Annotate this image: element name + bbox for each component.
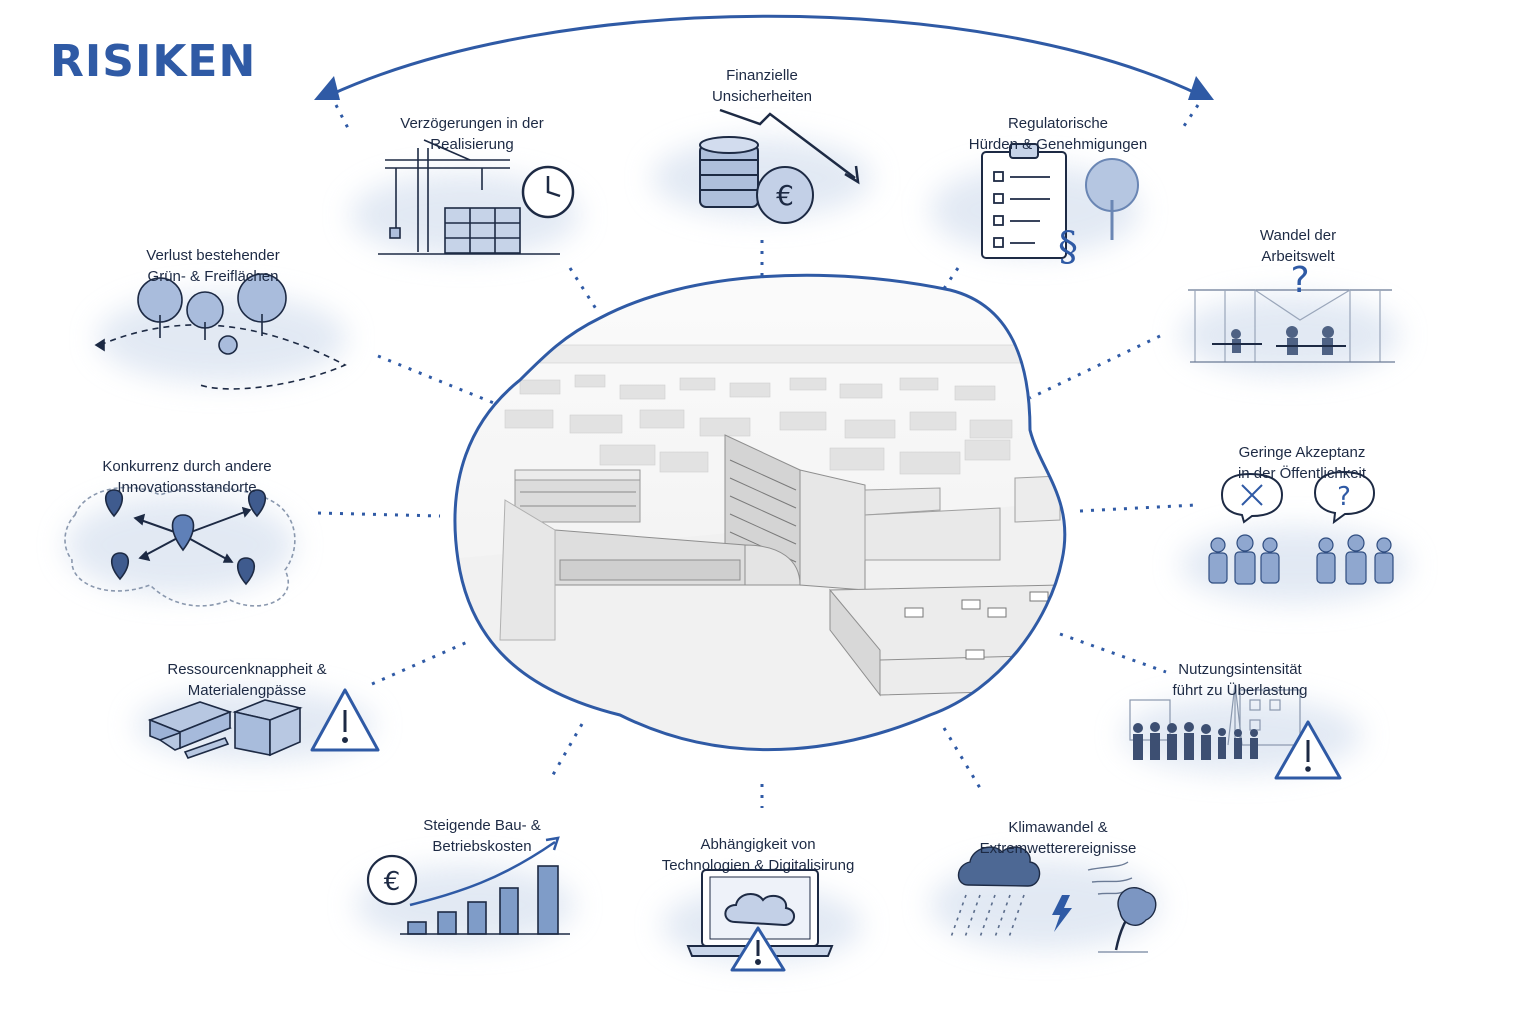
label-steigende-kosten: Steigende Bau- &Betriebskosten [423,817,541,855]
svg-text:§: § [1058,224,1078,270]
materials-warning-icon [147,688,380,759]
trees-icon [94,273,347,390]
cycle-arrow [314,14,1214,133]
storm-cloud-icon [949,846,1157,953]
map-pins-icon [64,486,296,607]
coins-euro-down-trend-icon: € [699,108,860,224]
campus-model-image [453,273,1067,752]
office-question-icon: ? [1188,260,1395,363]
clipboard-paragraph-icon: § [981,143,1139,270]
svg-text:€: € [776,179,794,212]
label-klimawandel: Klimawandel &Extremwetterereignisse [979,819,1137,857]
page-title: RISIKEN [50,36,257,87]
laptop-cloud-warning-icon [686,869,834,972]
euro-bar-chart-icon: € [366,836,570,935]
people-speech-icon: ? [1208,470,1394,585]
svg-text:?: ? [1290,260,1309,301]
svg-text:€: € [384,867,401,897]
crowd-warning-icon [1129,683,1342,780]
svg-text:?: ? [1337,482,1351,512]
crane-clock-icon [378,139,575,255]
label-ressourcenknappheit: Ressourcenknappheit &Materialengpässe [167,661,327,699]
